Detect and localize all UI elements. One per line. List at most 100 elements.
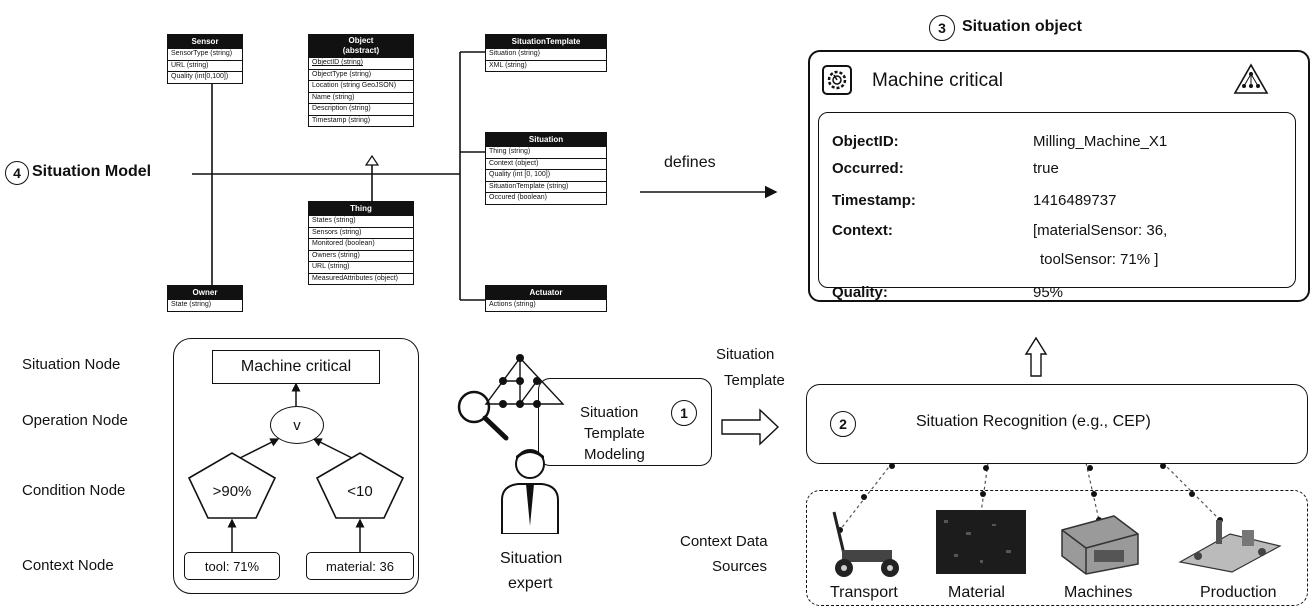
modeling-line-2: Template: [584, 425, 645, 442]
class-attribute: Situation (string): [486, 48, 606, 60]
field-key-context: Context:: [832, 222, 893, 239]
field-value-quality: 95%: [1033, 284, 1064, 301]
modeling-line-1: Situation: [580, 404, 639, 421]
step-number-3: 3: [929, 15, 955, 41]
context-sources-line-2: Sources: [712, 558, 768, 575]
class-thing: Thing States (string) Sensors (string) M…: [308, 201, 414, 285]
operation-node-or: v: [270, 406, 324, 444]
class-attribute: MeasuredAttributes (object): [309, 272, 413, 285]
class-attribute: SituationTemplate (string): [486, 180, 606, 193]
class-subtitle: (abstract): [342, 46, 380, 55]
field-key-quality: Quality:: [832, 284, 888, 301]
class-attribute: ObjectID (string): [309, 57, 413, 69]
label-situation-node: Situation Node: [22, 356, 121, 373]
situation-model-title: Situation Model: [32, 163, 152, 180]
source-label-machines: Machines: [1064, 584, 1133, 601]
class-situation: Situation Thing (string) Context (object…: [485, 132, 607, 205]
field-key-timestamp: Timestamp:: [832, 192, 916, 209]
label-operation-node: Operation Node: [22, 412, 128, 429]
class-attribute: Location (string GeoJSON): [309, 80, 413, 92]
class-title: Object (abstract): [309, 35, 413, 57]
step-number-4: 4: [5, 161, 29, 185]
condition-node-right-label: <10: [347, 483, 373, 500]
field-value-context-cont: toolSensor: 71% ]: [1040, 251, 1159, 268]
condition-node-right-shape: [315, 452, 405, 519]
class-actuator: Actuator Actions (string): [485, 285, 607, 312]
material-image: [936, 510, 1026, 574]
source-label-production: Production: [1200, 584, 1277, 601]
situation-object-panel: [808, 50, 1310, 302]
class-attribute: Context (object): [486, 157, 606, 170]
class-title: Sensor: [168, 35, 242, 48]
class-title-text: Object: [348, 36, 374, 45]
gear-icon: [822, 65, 852, 95]
source-label-material: Material: [948, 584, 1005, 601]
class-attribute: Name (string): [309, 91, 413, 104]
class-attribute: XML (string): [486, 59, 606, 72]
situation-object-header: Machine critical: [872, 70, 1003, 91]
step-number-1: 1: [671, 400, 697, 426]
class-title: SituationTemplate: [486, 35, 606, 48]
modeling-line-3: Modeling: [584, 446, 645, 463]
class-attribute: State (string): [168, 299, 242, 311]
class-owner: Owner State (string): [167, 285, 243, 312]
template-modeling-panel: [538, 378, 712, 466]
class-attribute: Actions (string): [486, 299, 606, 311]
class-attribute: Monitored (boolean): [309, 238, 413, 250]
field-key-objectid: ObjectID:: [832, 133, 899, 150]
class-sensor: Sensor SensorType (string) URL (string) …: [167, 34, 243, 84]
context-node-material: material: 36: [306, 552, 414, 580]
class-attribute: Sensors (string): [309, 226, 413, 239]
class-attribute: Quality (int[0,100]): [168, 71, 242, 83]
source-label-transport: Transport: [830, 584, 898, 601]
template-tree-panel: [173, 338, 419, 594]
class-attribute: Quality (int [0, 100]): [486, 169, 606, 181]
defines-label: defines: [664, 154, 716, 171]
field-value-context: [materialSensor: 36,: [1033, 222, 1168, 239]
condition-node-left-label: >90%: [212, 483, 252, 500]
class-attribute: States (string): [309, 215, 413, 227]
situation-object-title: Situation object: [962, 18, 1082, 35]
context-sources-line-1: Context Data: [680, 533, 768, 550]
class-attribute: Thing (string): [486, 146, 606, 158]
situation-object-fields: [818, 112, 1296, 288]
class-attribute: Description (string): [309, 103, 413, 115]
label-context-node: Context Node: [22, 557, 114, 574]
class-attribute: Timestamp (string): [309, 114, 413, 127]
recognition-up-arrow: [1024, 336, 1048, 377]
field-value-timestamp: 1416489737: [1033, 192, 1117, 209]
class-situation-template: SituationTemplate Situation (string) XML…: [485, 34, 607, 72]
class-object: Object (abstract) ObjectID (string) Obje…: [308, 34, 414, 127]
warning-graph-icon: [1233, 62, 1269, 96]
expert-line-2: expert: [508, 575, 553, 592]
class-title: Owner: [168, 286, 242, 299]
inheritance-arrow: [364, 154, 380, 166]
label-condition-node: Condition Node: [22, 482, 126, 499]
condition-node-left-shape: [187, 452, 277, 519]
field-key-occurred: Occurred:: [832, 160, 904, 177]
expert-person-icon: [498, 446, 562, 535]
template-hollow-arrow: [721, 408, 780, 446]
class-title: Thing: [309, 202, 413, 215]
field-value-occurred: true: [1033, 160, 1059, 177]
context-node-tool: tool: 71%: [184, 552, 280, 580]
field-value-objectid: Milling_Machine_X1: [1033, 133, 1168, 150]
context-sources-panel: [806, 490, 1308, 606]
step-number-2: 2: [830, 411, 856, 437]
transport-image: [820, 506, 910, 582]
class-attribute: URL (string): [309, 261, 413, 273]
magnifier-icon: [457, 390, 509, 441]
machines-image: [1056, 510, 1142, 576]
situation-recognition-label: Situation Recognition (e.g., CEP): [916, 413, 1151, 430]
class-attribute: Owners (string): [309, 249, 413, 262]
class-attribute: URL (string): [168, 59, 242, 72]
class-title: Actuator: [486, 286, 606, 299]
template-label-line-1: Situation: [716, 346, 775, 363]
class-attribute: SensorType (string): [168, 48, 242, 60]
expert-line-1: Situation: [500, 550, 563, 567]
class-attribute: Occured (boolean): [486, 192, 606, 204]
class-attribute: ObjectType (string): [309, 68, 413, 81]
class-title: Situation: [486, 133, 606, 146]
situation-node-machine-critical: Machine critical: [212, 350, 380, 384]
